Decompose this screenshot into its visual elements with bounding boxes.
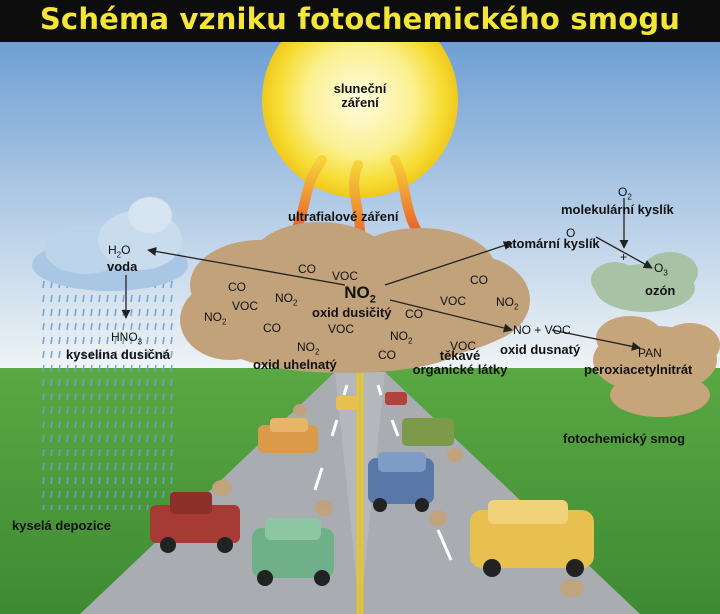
kyselina-label: kyselina dusičná [66,348,170,362]
car-small-red [385,392,407,405]
ozone-label: ozón [645,284,675,298]
molecular-oxygen-label: molekulární kyslík [561,203,674,217]
sun-label-line1: sluneční [326,82,394,96]
voda-label: voda [107,260,137,274]
no-voc-formula: NO + VOC [513,324,571,337]
cloud-voc-4: VOC [440,295,466,308]
cloud-co-3: CO [263,322,281,335]
acid-deposition-label: kyselá depozice [12,519,111,533]
smog-label: fotochemický smog [563,432,685,446]
uv-label: ultrafialové záření [288,210,399,224]
no2-name: oxid dusičitý [312,306,391,320]
cloud-co-6: CO [405,308,423,321]
atomic-oxygen-label: atomární kyslík [505,237,600,251]
cloud-co-5: CO [470,274,488,287]
plus-sign: + [620,251,627,264]
pan-formula: PAN [638,347,662,360]
cloud-no2-2: NO2 [204,311,226,327]
sun-label-line2: záření [326,96,394,110]
cloud-co-2: CO [298,263,316,276]
cloud-no2-1: NO2 [275,292,297,308]
diagram-title: Schéma vzniku fotochemického smogu [0,2,720,36]
sun-label: sluneční záření [326,82,394,111]
car-green [252,518,334,586]
cloud-no2-3: NO2 [297,341,319,357]
car-yellow [470,500,594,577]
o2-formula: O2 [618,186,632,202]
title-bar: Schéma vzniku fotochemického smogu [0,0,720,42]
car-small-yellow [336,396,358,410]
oxid-uhelnaty-label: oxid uhelnatý [253,358,337,372]
hno3-formula: HNO3 [111,331,142,347]
car-blue [368,452,434,512]
no2-formula: NO2 [320,284,400,305]
no-voc-name: oxid dusnatý [500,343,580,357]
tekave-line2: organické látky [395,363,525,377]
o3-formula: O3 [654,262,668,278]
car-olive [402,418,454,446]
cloud-co-4: CO [378,349,396,362]
pan-name: peroxiacetylnitrát [584,363,692,377]
cloud-voc-1: VOC [332,270,358,283]
cloud-voc-3: VOC [328,323,354,336]
h2o-formula: H2O [108,244,130,260]
cloud-co-1: CO [228,281,246,294]
cloud-voc-2: VOC [232,300,258,313]
cloud-no2-4: NO2 [390,330,412,346]
cloud-no2-5: NO2 [496,296,518,312]
